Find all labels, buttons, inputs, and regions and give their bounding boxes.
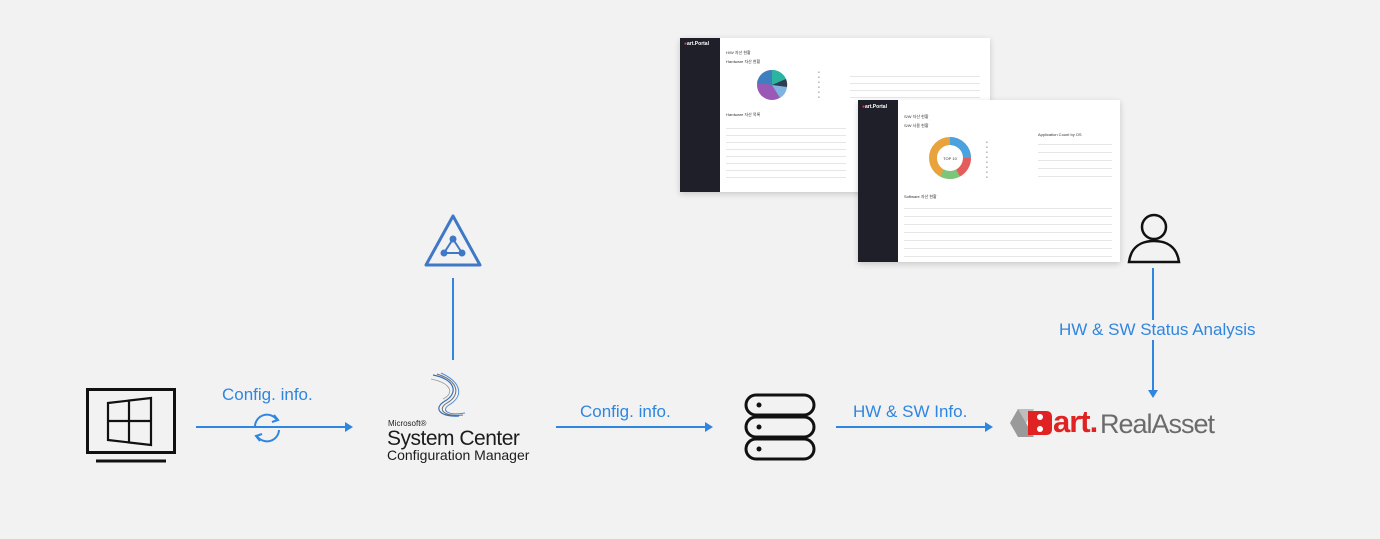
table-row [850,76,980,77]
table-row [904,240,1112,241]
windows-pc-icon [86,388,176,463]
table-row [1038,168,1112,169]
app-brand: ●art.Portal [684,41,709,47]
table-row [726,142,846,143]
realasset-art: art. [1053,404,1098,439]
sw-dashboard-screenshot: ●art.Portal S/W 자산 현황 S/W 사용 현황 TOP 10 ●… [858,100,1120,262]
sccm-brand: Microsoft® [388,419,427,428]
hw-sw-info-label: HW & SW Info. [853,402,968,421]
hardware-pie-chart [757,69,788,100]
sccm-name: System Center [387,427,520,450]
flow-arrow-db-realasset [836,426,986,428]
arrow-head [705,422,713,432]
table-row [850,97,980,98]
database-icon [744,393,816,461]
table-row [904,232,1112,233]
flow-arrow-pc-sccm [196,426,346,428]
arrow-head [1148,390,1158,398]
sccm-logo-icon [430,372,466,417]
arrow-head [985,422,993,432]
legend: ●●●●●●●● [986,140,988,179]
table-row [726,170,846,171]
page-title: H/W 자산 현황 [726,50,751,55]
realasset-name: RealAsset [1100,409,1215,439]
sidebar [680,38,720,192]
sccm-product: Configuration Manager [387,447,530,463]
table-row [726,163,846,164]
arrow-head [345,422,353,432]
realasset-logo-icon [1010,409,1052,437]
table-row [904,248,1112,249]
status-analysis-label: HW & SW Status Analysis [1056,320,1259,340]
user-icon [1127,213,1181,264]
sw-donut-chart: TOP 10 [929,137,971,179]
table-row [904,216,1112,217]
section-title-3: Software 자산 현황 [904,194,937,199]
table-row [904,224,1112,225]
sync-icon [254,413,280,443]
network-triangle-icon [424,214,482,267]
table-row [850,83,980,84]
section-title: Hardware 자산 현황 [726,59,761,64]
table-row [1038,144,1112,145]
sidebar [858,100,898,262]
table-row [1038,176,1112,177]
table-row [904,208,1112,209]
section-title-2: Hardware 자산 목록 [726,112,761,117]
config-info-label-2: Config. info. [580,402,671,421]
section-title-2: Application Count by OS [1038,132,1082,137]
flow-arrow-sccm-db [556,426,706,428]
connector-line [452,278,454,360]
section-title: S/W 사용 현황 [904,123,929,128]
legend: ●●●●●● [818,70,820,99]
svg-text:TOP 10: TOP 10 [943,156,957,161]
page-title: S/W 자산 현황 [904,114,929,119]
config-info-label-1: Config. info. [222,385,313,404]
table-row [904,256,1112,257]
table-row [726,156,846,157]
table-row [726,128,846,129]
table-row [726,135,846,136]
table-row [850,90,980,91]
app-brand: ●art.Portal [862,104,887,110]
table-row [726,177,846,178]
table-row [726,149,846,150]
table-row [1038,160,1112,161]
table-row [1038,152,1112,153]
